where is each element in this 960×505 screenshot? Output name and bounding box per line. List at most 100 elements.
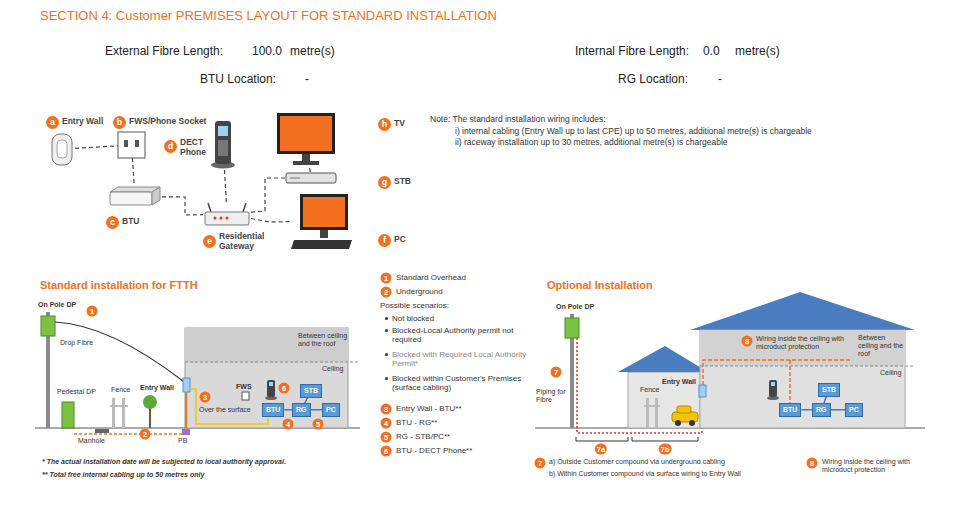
label-text: * The actual installation date will be s… (42, 458, 286, 466)
device-node: cBTU (108, 186, 162, 207)
callout-number: 6 (381, 446, 392, 457)
callout-number: 1 (381, 273, 392, 284)
label-text: a) Outside Customer compound via undergr… (549, 458, 725, 466)
gateway-icon-part (220, 217, 223, 220)
ftth-scene-part (185, 362, 358, 363)
label-text: - (305, 73, 309, 87)
optional-scene-part (677, 406, 691, 413)
device-name: STB (394, 177, 411, 187)
optional-scene-part (628, 372, 700, 428)
equipment-box: STB (300, 384, 322, 398)
ftth-scene-part (41, 316, 55, 336)
box-text: PC (326, 406, 336, 413)
device-name: Residential Gateway (219, 232, 279, 252)
label-text: Ceiling (880, 369, 901, 377)
label-text: Ceiling (322, 365, 343, 373)
device-name: Entry Wall (62, 117, 103, 127)
optional-scene-part (576, 437, 628, 441)
device-node: dDECT Phone (212, 120, 234, 168)
connector (311, 409, 323, 410)
label-text: On Pole DP (38, 301, 76, 309)
label-text: Entry Wall (140, 384, 174, 392)
callout-number: 3 (381, 404, 392, 415)
label-text: Between ceiling and the roof (858, 334, 904, 358)
callout-number: 4 (381, 418, 392, 429)
label-text: Over the surface (199, 406, 251, 414)
box-text: PC (849, 406, 859, 413)
label-text: Optional Installation (547, 279, 653, 292)
connector (251, 219, 290, 223)
label-text: metre(s) (735, 45, 780, 59)
connector-part (311, 409, 323, 410)
ftth-scene (35, 312, 360, 435)
device-name: TV (394, 119, 405, 129)
connector-part (801, 409, 812, 410)
dect-phone-icon-part (218, 126, 228, 136)
callout-number: 7 (551, 367, 562, 378)
connector-part (224, 168, 226, 202)
ftth-scene-part (185, 392, 187, 428)
label-text: Pedestal DP (57, 388, 96, 396)
connector-part (132, 158, 134, 186)
ftth-scene-part (242, 392, 249, 400)
device-letter: f (378, 234, 391, 247)
connector-part (831, 409, 846, 410)
label-text: Manhole (78, 437, 105, 445)
label-text: - (718, 73, 722, 87)
label-text: Wiring inside the ceiling with microduct… (756, 335, 861, 351)
label-text: Internal Fibre Length: (575, 45, 689, 59)
pc-icon-part (291, 240, 352, 249)
optional-scene-part (690, 292, 915, 330)
ftth-scene-part (190, 389, 268, 424)
device-node: gSTB (285, 172, 337, 184)
device-node: bFWS/Phone Socket (118, 132, 145, 158)
label-text: FWS (236, 383, 252, 391)
label-text: Standard Overhead (396, 273, 466, 282)
gateway-icon-part (226, 217, 229, 220)
callout-number: 5 (381, 432, 392, 443)
label-text: b) Within Customer compound via surface … (549, 470, 741, 478)
ftth-scene-part (185, 328, 348, 428)
connector-part (75, 146, 118, 149)
optional-scene-part (644, 405, 660, 407)
optional-scene-part (689, 420, 695, 426)
socket-icon-part (118, 132, 145, 158)
optional-scene-part (771, 382, 775, 386)
optional-scene (535, 292, 925, 441)
ftth-scene-part (143, 395, 157, 409)
label-text: Blocked with Required Local Authority Pe… (392, 350, 527, 368)
stb-icon-part (286, 173, 336, 183)
equipment-box: BTU (779, 403, 801, 417)
connector (801, 409, 812, 410)
optional-scene-part (700, 330, 905, 428)
label-text: RG Location: (618, 73, 688, 87)
tv-icon-part (302, 154, 310, 162)
device-name: PC (394, 235, 406, 245)
label-text: 0.0 (703, 45, 720, 59)
entry-wall-icon-part (57, 140, 67, 158)
ftth-scene-part (122, 398, 125, 428)
callout-number: 2 (381, 287, 392, 298)
label-text: metre(s) (290, 45, 335, 59)
socket-icon (118, 132, 145, 158)
label-text: Note: The standard installation wiring i… (430, 115, 606, 125)
ftth-scene-part (62, 402, 74, 428)
optional-scene-part (577, 338, 702, 433)
equipment-box: RG (812, 403, 831, 417)
callout-number: 7b (659, 444, 672, 455)
connector-part (251, 219, 290, 223)
label-text: Possible scenarios: (380, 301, 449, 310)
connector (309, 166, 311, 172)
label-text: Between ceiling and the roof (298, 332, 348, 348)
device-letter: d (164, 140, 177, 153)
label-text: Standard installation for FTTH (40, 279, 198, 292)
box-text: RG (296, 406, 307, 413)
btu-icon-part (110, 192, 152, 205)
box-text: STB (822, 386, 836, 393)
tv-icon (277, 113, 335, 165)
pc-icon-part (300, 194, 348, 230)
callout-number: 5 (313, 419, 324, 430)
callout-number: 4 (283, 419, 294, 430)
btu-icon-part (152, 187, 160, 205)
label-text: External Fibre Length: (105, 45, 223, 59)
